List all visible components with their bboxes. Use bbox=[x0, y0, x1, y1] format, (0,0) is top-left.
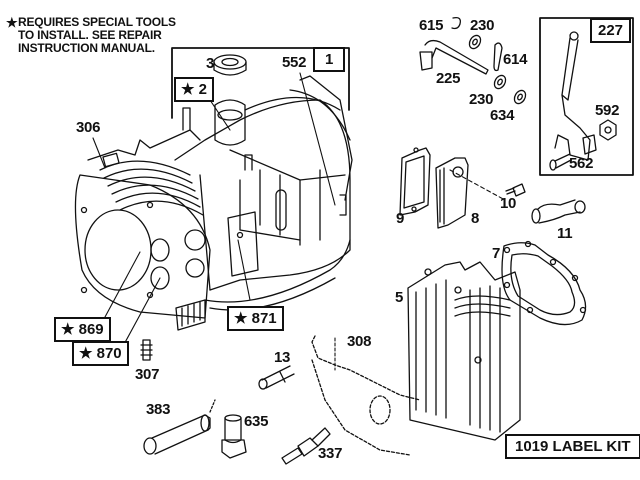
washer-part bbox=[468, 34, 527, 105]
callout-308[interactable]: 308 bbox=[347, 333, 372, 350]
callout-13[interactable]: 13 bbox=[274, 349, 291, 366]
callout-337[interactable]: 337 bbox=[318, 445, 343, 462]
callout-7[interactable]: 7 bbox=[492, 245, 501, 262]
callout-615[interactable]: 615 bbox=[419, 17, 444, 34]
callout-592[interactable]: 592 bbox=[595, 102, 620, 119]
callout-3[interactable]: 3 bbox=[206, 55, 215, 72]
note-line-2: TO INSTALL. SEE REPAIR bbox=[18, 28, 162, 42]
callout-552[interactable]: 552 bbox=[282, 54, 307, 71]
governor-lever-part bbox=[554, 31, 597, 161]
bolt-562-part bbox=[549, 153, 572, 171]
callout-307[interactable]: 307 bbox=[135, 366, 160, 383]
note-line-3: INSTRUCTION MANUAL. bbox=[18, 41, 155, 55]
breather-gasket-part bbox=[399, 147, 431, 216]
callout-11[interactable]: 11 bbox=[557, 225, 573, 242]
leader-lines bbox=[92, 72, 506, 371]
stud-part bbox=[258, 365, 295, 390]
star-icon: ★ bbox=[6, 15, 18, 30]
callout-227[interactable]: 227 bbox=[590, 18, 632, 43]
cylinder-head-part bbox=[407, 261, 521, 441]
callout-869[interactable]: ★ 869 bbox=[54, 317, 111, 342]
dipstick-tube-part bbox=[143, 399, 216, 455]
note-line-1: REQUIRES SPECIAL TOOLS bbox=[18, 15, 176, 29]
callout-383[interactable]: 383 bbox=[146, 401, 171, 418]
governor-crank-part bbox=[419, 39, 489, 75]
callout-871[interactable]: ★ 871 bbox=[227, 306, 284, 331]
governor-lever-frame bbox=[539, 17, 634, 176]
callout-1019-label-kit[interactable]: 1019 LABEL KIT bbox=[505, 434, 640, 459]
callout-562[interactable]: 562 bbox=[569, 155, 594, 172]
ring-part bbox=[451, 16, 461, 30]
callout-225[interactable]: 225 bbox=[436, 70, 461, 87]
callout-230-top[interactable]: 230 bbox=[470, 17, 495, 34]
callout-9[interactable]: 9 bbox=[396, 210, 405, 227]
breather-assembly-part bbox=[435, 157, 469, 229]
oil-seal-part bbox=[213, 54, 247, 76]
callout-5[interactable]: 5 bbox=[395, 289, 404, 306]
callout-635[interactable]: 635 bbox=[244, 413, 269, 430]
callout-614[interactable]: 614 bbox=[503, 51, 528, 68]
callout-230-bottom[interactable]: 230 bbox=[469, 91, 494, 108]
screw-10-part bbox=[505, 183, 526, 197]
spark-plug-part bbox=[281, 427, 331, 465]
nut-592-part bbox=[599, 119, 617, 141]
callout-8[interactable]: 8 bbox=[471, 210, 480, 227]
callout-2[interactable]: ★ 2 bbox=[174, 77, 214, 102]
callout-1[interactable]: 1 bbox=[313, 47, 346, 72]
head-gasket-part bbox=[501, 240, 587, 326]
plug-part bbox=[221, 414, 247, 459]
callout-634[interactable]: 634 bbox=[490, 107, 515, 124]
air-guide-part bbox=[311, 335, 421, 456]
breather-tube-part bbox=[531, 199, 586, 224]
retainer-part bbox=[493, 42, 503, 72]
screw-307-part bbox=[140, 339, 153, 361]
cylinder-assembly-frame bbox=[171, 47, 350, 119]
callout-306[interactable]: 306 bbox=[76, 119, 101, 136]
special-tools-note: ★ REQUIRES SPECIAL TOOLS TO INSTALL. SEE… bbox=[6, 16, 176, 55]
callout-870[interactable]: ★ 870 bbox=[72, 341, 129, 366]
cylinder-block-part bbox=[74, 75, 353, 331]
callout-10[interactable]: 10 bbox=[500, 195, 517, 212]
